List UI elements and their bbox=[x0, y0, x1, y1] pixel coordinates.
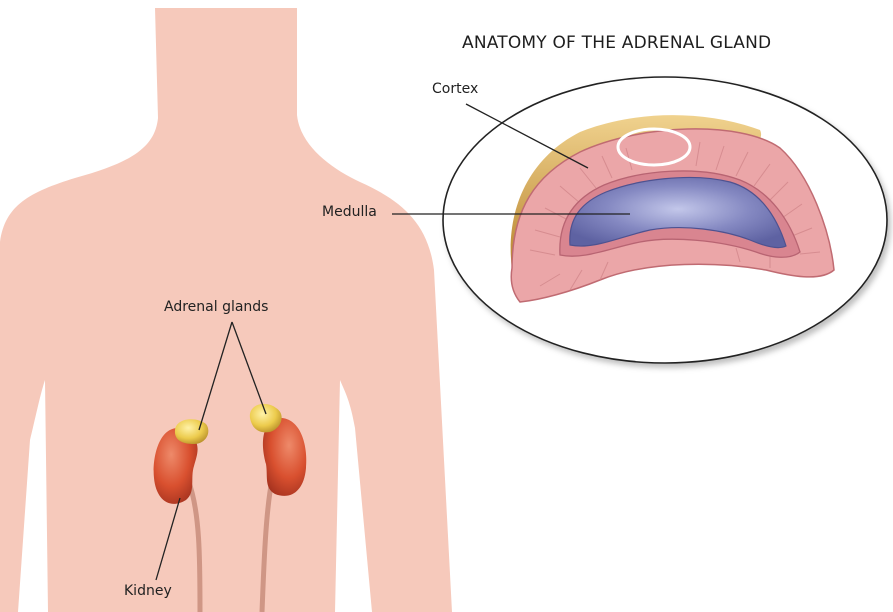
left-adrenal-gland bbox=[175, 419, 208, 444]
adrenal-glands-label: Adrenal glands bbox=[164, 299, 268, 315]
kidney-label: Kidney bbox=[124, 583, 172, 599]
cortex-label: Cortex bbox=[432, 81, 478, 97]
diagram-title: ANATOMY OF THE ADRENAL GLAND bbox=[462, 33, 771, 53]
medulla-label: Medulla bbox=[322, 204, 377, 220]
